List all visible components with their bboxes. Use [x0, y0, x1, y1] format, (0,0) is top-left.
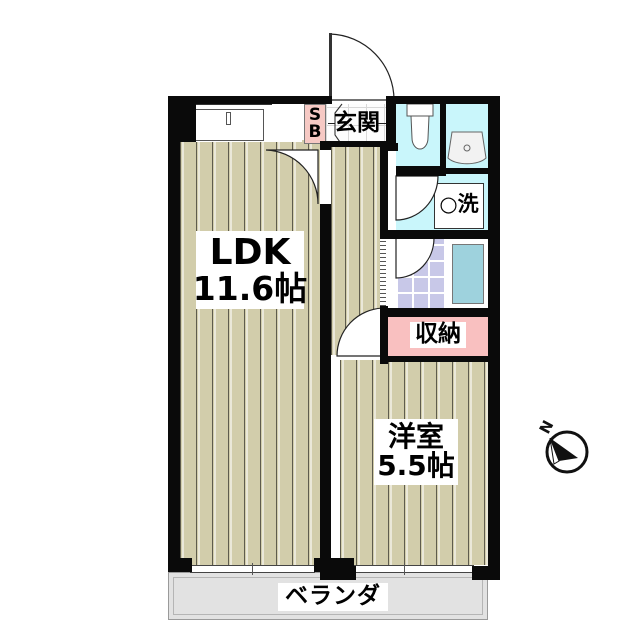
wall-bath-closet: [386, 308, 488, 317]
washing-machine-label: ○洗: [436, 192, 482, 218]
bedroom-label-area: 5.5帖: [377, 449, 455, 482]
wall-vanity-bottom: [446, 168, 488, 174]
entrance-label-text: 玄関: [334, 110, 380, 137]
ldk-floor: [180, 140, 320, 565]
shoe-box: [304, 104, 326, 144]
ldk-label-area: 11.6帖: [192, 268, 308, 308]
shoe-box-label: S B: [304, 106, 326, 142]
bedroom-door-swing-icon: [336, 307, 384, 357]
closet-label-text: 収納: [415, 321, 461, 348]
entrance-tick-left: [328, 123, 335, 124]
entrance-step-line-icon: [334, 103, 343, 146]
wall-entrance-toilet: [386, 96, 396, 144]
bedroom-veranda-window-mullion: [404, 563, 405, 575]
wall-toilet-bottom: [396, 166, 446, 176]
toilet-icon: [406, 103, 434, 150]
washing-machine-label-text: ○洗: [439, 192, 479, 217]
wall-bottom-bedroom-left: [340, 566, 356, 580]
ldk-label-name: LDK: [209, 231, 291, 273]
ldk-veranda-window-mullion: [252, 563, 253, 575]
bedroom-label: 洋室 5.5帖: [374, 419, 458, 485]
wall-bottom-right-return: [488, 558, 500, 580]
entrance-door-leaf: [329, 33, 332, 101]
shoe-box-label-line1: S: [308, 105, 322, 126]
bedroom-veranda-window: [354, 565, 474, 573]
washing-machine-space: [434, 183, 484, 229]
wall-ldk-hallway: [320, 143, 331, 568]
wall-washroom-bath: [386, 230, 488, 239]
bedroom-label-name: 洋室: [387, 420, 444, 454]
compass-icon: N: [536, 417, 589, 474]
wall-hallway-toilet-return: [380, 143, 398, 151]
entrance-label: 玄関: [334, 110, 380, 137]
washroom-door-swing-icon: [395, 175, 439, 221]
entrance-tick-right: [378, 123, 386, 124]
veranda-label-text: ベランダ: [285, 583, 381, 610]
ldk-doorway-opening: [320, 150, 331, 204]
wall-left-kitchen-jog: [168, 96, 192, 140]
wall-bottom-left: [168, 558, 192, 572]
wall-hallway-right: [380, 143, 388, 239]
veranda-label: ベランダ: [278, 583, 388, 611]
wall-right-exterior: [488, 96, 500, 570]
entrance-door-swing-icon: [329, 33, 395, 101]
hallway-sliding-panel: [380, 238, 386, 310]
compass-north-letter: N: [536, 417, 558, 437]
bathtub-icon: [452, 244, 484, 304]
wall-toilet-vanity: [440, 104, 446, 172]
wall-left-exterior: [168, 96, 180, 570]
wall-top-kitchen: [196, 96, 332, 104]
bathroom-door-swing-icon: [395, 237, 435, 279]
shoe-box-label-line2: B: [308, 122, 322, 142]
wall-entrance-bottom: [320, 141, 388, 147]
ldk-label: LDK 11.6帖: [192, 231, 308, 309]
wall-top-right: [386, 96, 488, 104]
entrance-floor: [330, 104, 386, 144]
wall-closet-bedroom: [386, 356, 488, 362]
closet-label: 収納: [410, 322, 466, 348]
wall-hallway-right-lower: [380, 306, 388, 364]
ldk-door-swing-icon: [265, 149, 319, 205]
kitchen-faucet-icon: [226, 112, 231, 125]
wash-basin-icon: [447, 131, 487, 165]
